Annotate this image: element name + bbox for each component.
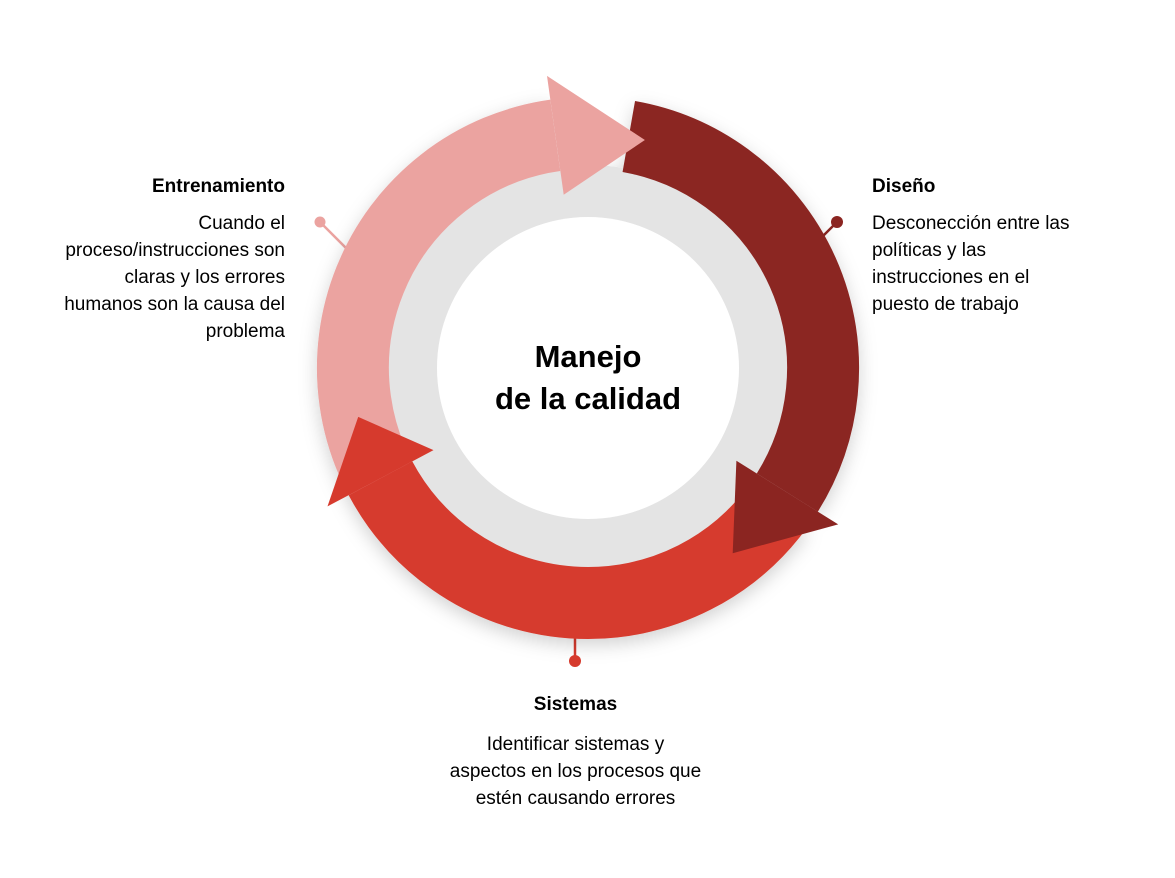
center-disc xyxy=(437,217,739,519)
connector-dot-diseno xyxy=(831,216,843,228)
cycle-arrow-darkred-body xyxy=(622,101,860,512)
cycle-arrow-darkred-head xyxy=(732,460,839,554)
cycle-arrow-pink-head xyxy=(547,75,645,195)
cycle-arrow-red-head xyxy=(327,416,434,507)
node-sistemas: Sistemas Identificar sistemas y aspectos… xyxy=(448,694,703,813)
node-sistemas-title: Sistemas xyxy=(533,694,618,715)
node-sistemas-description: Identificar sistemas y aspectos en los p… xyxy=(449,734,702,809)
node-diseno-title: Diseño xyxy=(872,176,936,197)
inner-ring xyxy=(385,165,791,571)
node-diseno-description: Desconección entre las políticas y las i… xyxy=(872,213,1070,315)
connector-dot-entrenamiento xyxy=(314,216,326,228)
node-entrenamiento-title: Entrenamiento xyxy=(151,176,285,197)
node-entrenamiento: Entrenamiento Cuando el proceso/instrucc… xyxy=(63,176,285,346)
cycle-arrow-red-body xyxy=(348,460,808,639)
center-title-line1: Manejo xyxy=(534,339,642,374)
center-title-line2: de la calidad xyxy=(494,380,682,416)
connector-dot-sistemas xyxy=(569,655,581,667)
node-diseno: Diseño Desconección entre las políticas … xyxy=(872,176,1084,319)
node-entrenamiento-description: Cuando el proceso/instrucciones son clar… xyxy=(64,213,285,342)
center-title: Manejo de la calidad xyxy=(438,336,738,420)
